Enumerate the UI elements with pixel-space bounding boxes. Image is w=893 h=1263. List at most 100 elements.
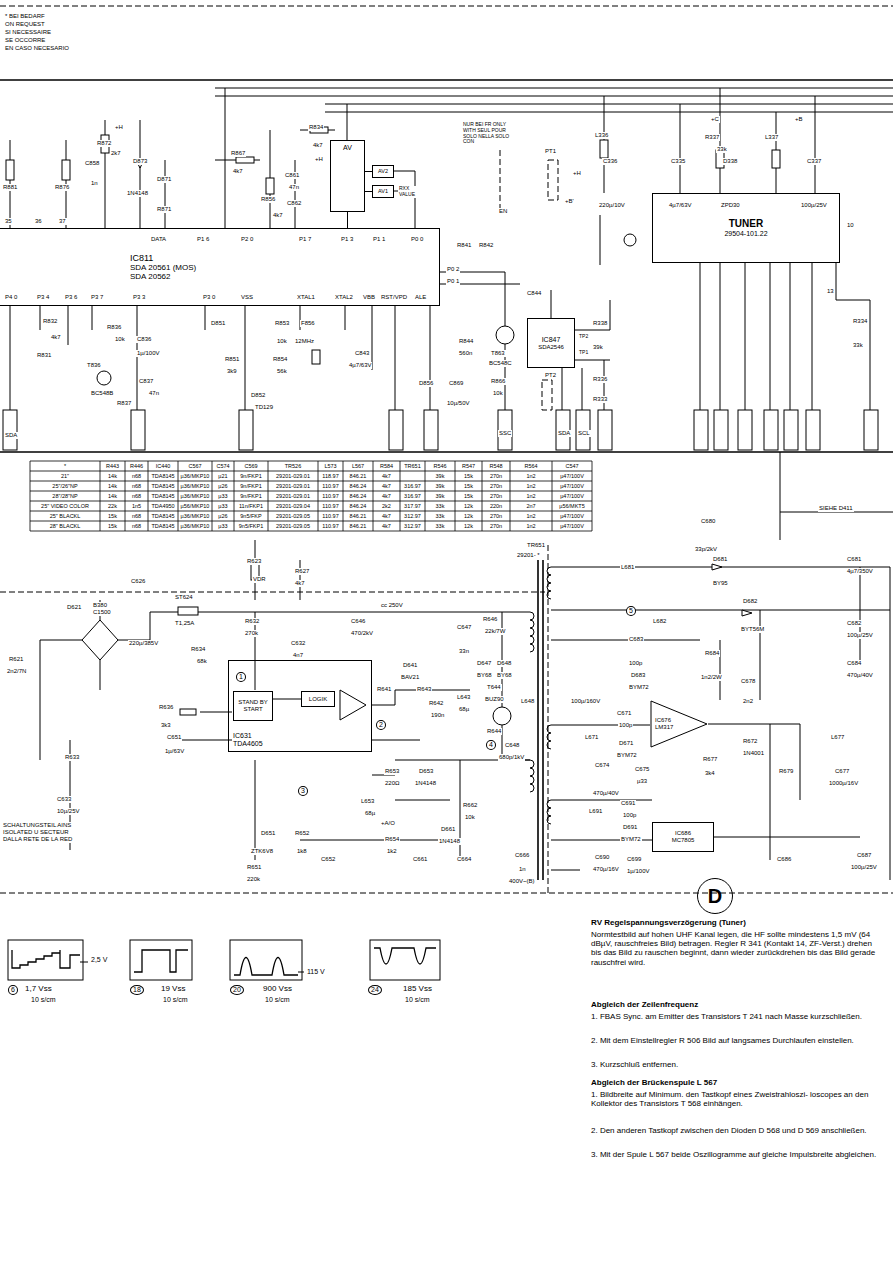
part-label: C335 [670, 158, 686, 165]
part-label: R662 [462, 802, 478, 809]
ic-box: AV [330, 140, 365, 212]
node-text: SDA 20561 (MOS) [130, 263, 196, 272]
part-label: BYM72 [616, 752, 638, 759]
table-grid [30, 461, 592, 531]
table-cell: 15k [107, 523, 118, 529]
part-label: +H [114, 124, 124, 131]
part-label: R853 [274, 320, 290, 327]
part-label: R834 [308, 124, 324, 131]
table-cell: 1n2 [525, 483, 536, 489]
table-cell: 1n2 [525, 493, 536, 499]
part-label: 4k7 [50, 334, 62, 341]
wire [68, 306, 69, 345]
table-cell: R546 [432, 463, 447, 469]
callout-number: 18 [130, 985, 144, 995]
table-cell: L573 [323, 463, 337, 469]
waveform [134, 950, 188, 972]
wire-connector [273, 699, 301, 700]
waveform [8, 940, 83, 980]
wire [10, 306, 11, 410]
table-cell: IC440 [155, 463, 172, 469]
part-label: C862 [286, 200, 302, 207]
part-label: 37 [58, 218, 67, 225]
note-heading: Abgleich der Zeilenfrequenz [590, 1000, 884, 1009]
part-label: 47n [148, 390, 160, 397]
table-cell: n68 [131, 513, 142, 519]
part-label: 100µ/160V [570, 698, 601, 705]
part-label: P3 7 [90, 294, 104, 301]
part-label: P4 0 [4, 294, 18, 301]
note-heading: RV Regelspannungsverzögerung (Tuner) [590, 918, 884, 927]
part-label: R623 [246, 558, 262, 565]
table-cell: 4k7 [381, 483, 392, 489]
part-label: P0 1 [446, 278, 460, 285]
part-label: R654 [384, 836, 400, 843]
part-label: VDR [252, 576, 267, 583]
part-label: R633 [64, 754, 80, 761]
part-label: 36 [34, 218, 43, 225]
part-label: R851 [224, 356, 240, 363]
ic-box: AV2 [372, 165, 394, 178]
part-label: R842 [478, 242, 494, 249]
part-label: 100µ/25V [846, 632, 874, 639]
part-label: 560n [458, 350, 473, 357]
wire [551, 800, 652, 801]
table-cell: 9n5/FKP [239, 513, 262, 519]
part-label: B380 C1500 [92, 602, 120, 616]
node-text: TDA4605 [233, 740, 263, 748]
part-label: C699 [626, 856, 642, 863]
part-label: D647 [476, 660, 492, 667]
callout-number: 1 [236, 672, 246, 682]
wire [770, 263, 771, 410]
table-cell: 4k7 [381, 513, 392, 519]
waveform [8, 940, 440, 980]
part-label: 100p [628, 660, 643, 667]
table-cell: 1n5 [131, 503, 142, 509]
waveform [12, 950, 80, 968]
wire [325, 112, 893, 113]
part-label: P3 4 [36, 294, 50, 301]
part-label: R333 [592, 396, 608, 403]
part-label: P2 0 [240, 236, 254, 243]
part-label: SE OCCORRE [4, 37, 46, 44]
part-label: C843 [354, 350, 370, 357]
node-text: AV1 [378, 188, 388, 194]
part-label: 2n2/7N [6, 668, 27, 675]
part-label: R672 [742, 738, 758, 745]
connector-box [131, 410, 145, 450]
part-label: 270k [244, 630, 259, 637]
part-label: R632 [244, 618, 260, 625]
note-text: 1. FBAS Sync. am Emitter des Transistors… [590, 1012, 884, 1021]
part-label: C683 [628, 636, 644, 643]
table-cell: 14k [107, 493, 118, 499]
table-cell: TDA8145 [150, 473, 175, 479]
part-label: 10µ/50V [446, 400, 470, 407]
part-label: R841 [456, 242, 472, 249]
part-label: D873 [132, 158, 148, 165]
part-label: C684 [846, 660, 862, 667]
part-label: XTAL2 [334, 294, 354, 301]
part-label: +H [314, 156, 324, 163]
part-label: C632 [290, 640, 306, 647]
table-cell: 25" BLACKL [49, 513, 82, 519]
note-text: 3. Kurzschluß entfernen. [590, 1060, 884, 1069]
table-cell: 4k7 [381, 493, 392, 499]
part-label: 4µ7/63V [668, 202, 692, 209]
part-label: L682 [652, 618, 667, 625]
part-label: 3k3 [160, 722, 172, 729]
part-label: R337 [704, 134, 720, 141]
wire [547, 725, 551, 749]
table-cell: R584 [379, 463, 394, 469]
component-symbol [6, 160, 14, 180]
wire [537, 560, 539, 880]
part-label: 10µ/25V [56, 808, 80, 815]
component-symbol [178, 607, 198, 615]
table-cell: 316.97 [403, 483, 422, 489]
part-label: 100µ/25V [800, 202, 828, 209]
waveform [370, 940, 440, 980]
part-label: R643 [416, 686, 432, 693]
table-cell: 29201-029.01 [275, 493, 311, 499]
wire [547, 567, 551, 599]
part-label: C651 [166, 734, 182, 741]
part-label: SIEHE D411 [818, 505, 854, 512]
